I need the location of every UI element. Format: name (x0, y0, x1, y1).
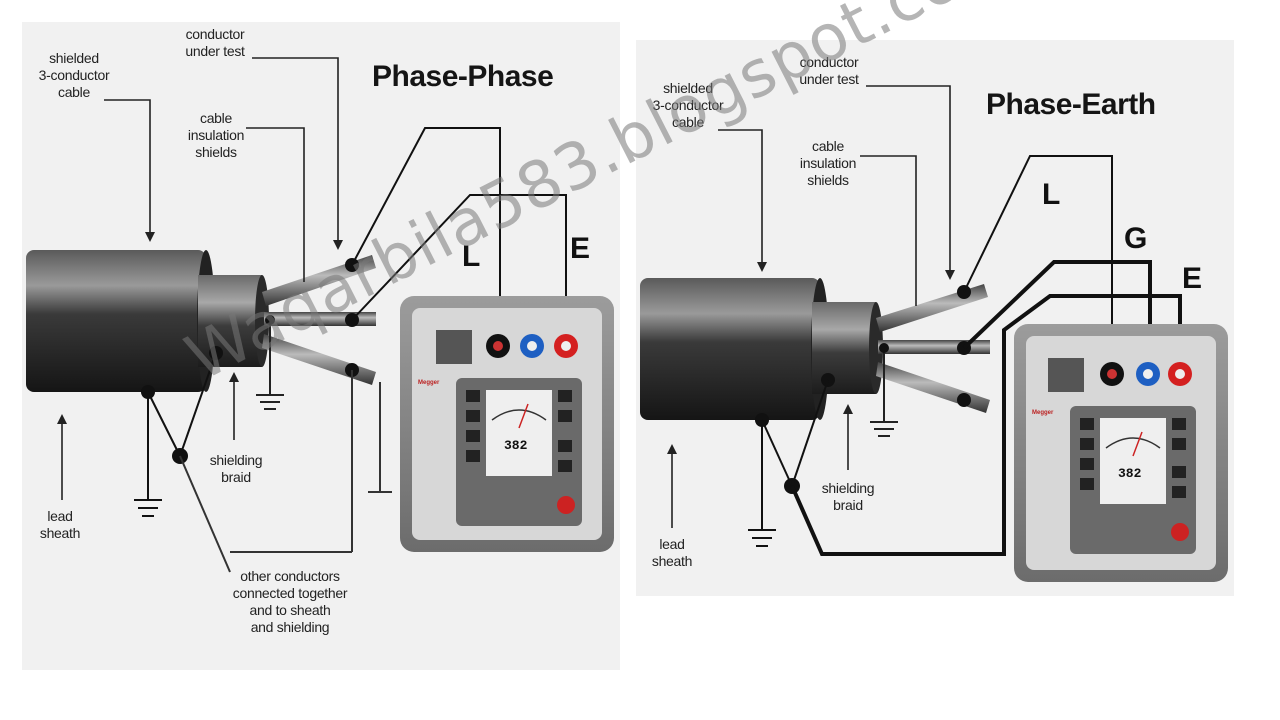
right-cable (640, 155, 1182, 556)
right-braid-label: shielding braid (821, 480, 875, 513)
left-conductor-label: conductor under test (185, 26, 245, 59)
right-meter-brand: Megger (1032, 410, 1054, 416)
right-conductor-top (876, 284, 988, 332)
left-pointers (61, 57, 339, 500)
left-arrowheads (57, 232, 343, 424)
right-conductor-middle (878, 340, 990, 354)
left-terminal-e-label: E (570, 232, 591, 265)
right-terminal-e-label: E (1182, 262, 1203, 295)
right-conductor-label: conductor under test (799, 54, 859, 87)
phase-earth-title: Phase-Earth (986, 88, 1156, 121)
left-meter-brand: Megger (418, 380, 440, 386)
left-braid-label: shielding braid (209, 452, 263, 485)
right-megger-tester (1014, 324, 1228, 582)
right-arrowheads (667, 262, 955, 454)
right-terminal-l-label: L (1042, 178, 1061, 211)
left-meter-readout: 382 (504, 438, 528, 453)
left-insulation-label: cable insulation shields (187, 110, 245, 160)
left-cable (26, 127, 567, 573)
right-pointers (671, 85, 951, 528)
right-meter-readout: 382 (1118, 466, 1142, 481)
right-insulation-label: cable insulation shields (799, 138, 857, 188)
right-sheath-label: lead sheath (651, 536, 693, 569)
phase-phase-title: Phase-Phase (372, 60, 554, 93)
right-terminal-g-label: G (1124, 222, 1148, 255)
left-sheath-label: lead sheath (39, 508, 81, 541)
left-terminal-l-label: L (462, 240, 481, 273)
right-cable-label: shielded 3-conductor cable (652, 80, 724, 130)
left-megger-tester (400, 296, 614, 552)
left-cable-label: shielded 3-conductor cable (38, 50, 110, 100)
left-other-conductors-label: other conductors connected together and … (232, 568, 348, 635)
right-conductor-bottom (876, 362, 990, 413)
